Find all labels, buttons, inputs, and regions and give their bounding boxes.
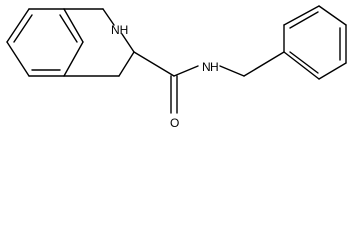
- atom-label-n: N: [202, 60, 211, 74]
- atom-label-h: H: [210, 60, 219, 74]
- bond: [59, 14, 78, 43]
- atom-label-o: O: [170, 116, 179, 130]
- bond: [121, 33, 135, 53]
- bond: [219, 65, 245, 77]
- bond: [118, 51, 135, 77]
- structure-diagram: NH N H O: [6, 5, 347, 130]
- bond: [283, 5, 320, 26]
- bond: [13, 14, 33, 43]
- bond: [133, 51, 175, 77]
- bond: [243, 51, 285, 77]
- bond: [102, 8, 115, 26]
- molecule-canvas: NH N H O: [6, 5, 347, 130]
- bond: [6, 41, 30, 77]
- bond: [289, 51, 319, 74]
- bond: [283, 51, 320, 80]
- bond: [318, 5, 347, 26]
- bond: [63, 41, 84, 77]
- bond: [173, 65, 199, 77]
- atom-label-nh: NH: [111, 23, 128, 37]
- bond: [318, 62, 347, 80]
- bond: [6, 8, 30, 43]
- bond: [289, 11, 319, 29]
- bond: [63, 8, 84, 43]
